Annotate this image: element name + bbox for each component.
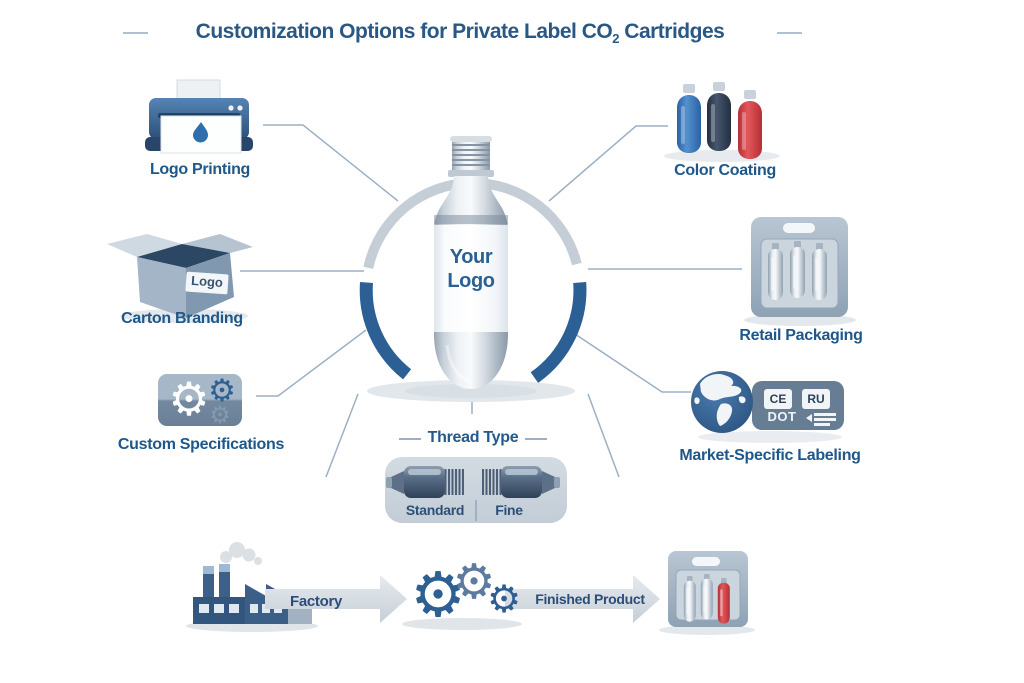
dot-mark-label: DOT — [767, 409, 797, 424]
label-lines-icon — [806, 413, 836, 426]
custom-specs-icon: ⚙ ⚙ ⚙ — [158, 372, 242, 429]
thread-type-heading: Thread Type — [427, 429, 519, 446]
ru-mark-label: RU — [807, 392, 825, 406]
gear-icon: ⚙ — [410, 558, 466, 631]
retail-pack-icon — [744, 217, 856, 326]
finished-product-icon — [659, 551, 755, 635]
thread-standard-label: Standard — [405, 502, 465, 518]
thread-fine-label: Fine — [495, 502, 523, 518]
production-gears-icon: ⚙ ⚙ ⚙ — [402, 554, 522, 631]
thread-type-panel — [385, 457, 567, 523]
label-carton-branding: Carton Branding — [121, 310, 243, 327]
page-title: Customization Options for Private Label … — [60, 20, 860, 46]
label-color-coating: Color Coating — [674, 162, 776, 179]
gear-icon: ⚙ — [452, 554, 495, 610]
label-retail-packaging: Retail Packaging — [739, 327, 863, 344]
gear-icon: ⚙ — [168, 372, 209, 426]
label-custom-specifications: Custom Specifications — [117, 436, 285, 453]
cartridge-logo-placeholder: Your Logo — [447, 246, 495, 292]
color-bottles-icon — [664, 82, 780, 162]
connector-lines — [240, 124, 742, 478]
printer-icon — [145, 79, 253, 154]
ce-mark-label: CE — [769, 392, 787, 406]
carton-logo-label: Logo — [190, 272, 224, 291]
ink-drop-icon — [193, 122, 208, 143]
label-logo-printing: Logo Printing — [149, 161, 251, 178]
gear-icon: ⚙ — [209, 401, 231, 429]
flow-arrow-finished — [505, 575, 660, 623]
flow-arrow-factory — [265, 575, 407, 623]
smoke-icon — [220, 542, 262, 565]
factory-icon — [186, 542, 318, 632]
market-labeling-icon — [691, 371, 844, 443]
label-market-labeling: Market-Specific Labeling — [679, 447, 861, 464]
flow-finished-label: Finished Product — [535, 591, 645, 607]
title-prefix: Customization Options for Private Label … — [195, 20, 613, 43]
co2-cartridge — [367, 136, 575, 402]
gear-icon: ⚙ — [487, 577, 521, 621]
title-subscript: 2 — [612, 31, 619, 47]
title-suffix: Cartridges — [618, 20, 725, 43]
flow-factory-label: Factory — [289, 593, 343, 610]
carton-icon — [107, 234, 253, 323]
gear-icon: ⚙ — [208, 373, 236, 409]
